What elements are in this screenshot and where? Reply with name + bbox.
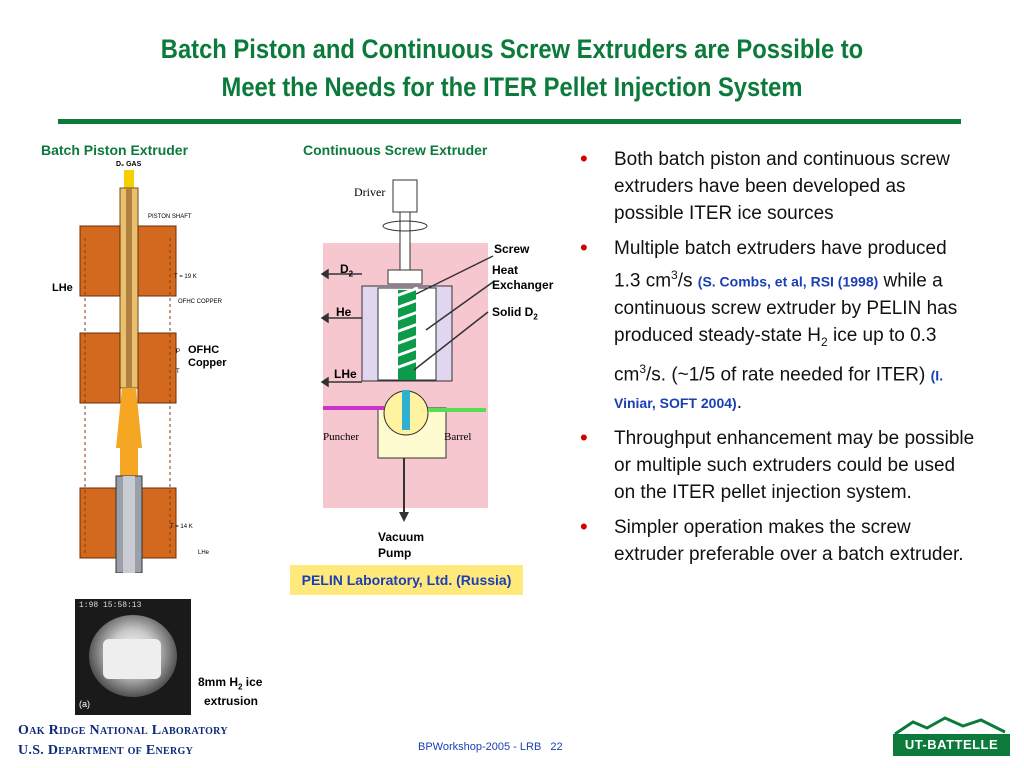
label-d2: D2 [340,262,354,279]
label-d2-gas: D₂ GAS [116,161,142,168]
footer-organization: Oak Ridge National Laboratory U.S. Depar… [18,721,228,761]
label-ofhc-copper: OFHC Copper [188,344,227,369]
bullet-1: •Both batch piston and continuous screw … [580,146,950,224]
pelin-lab-banner: PELIN Laboratory, Ltd. (Russia) [290,565,523,595]
label-heat-exchanger: Heat Exchanger [492,263,554,292]
footer-center: BPWorkshop-2005 - LRB 22 [418,741,563,753]
gas-inlet [124,170,134,190]
copper-block-top [79,225,177,297]
label-driver: Driver [354,185,385,199]
label-solid-d2: Solid D2 [492,305,538,322]
label-vacuum-pump: Vacuum Pump [378,530,425,560]
photo-tag: (a) [79,699,90,709]
rotation-indicator [382,220,428,232]
piston-shaft-core [126,188,132,388]
citation-combs: (S. Combs, et al, RSI (1998) [697,273,879,290]
label-screw: Screw [494,242,530,256]
batch-piston-extruder-diagram: D₂ GAS PISTON SHAFT T = 19 K OFHC COPPER… [79,161,223,573]
bullet-3: •Throughput enhancement may be possible … [580,425,975,504]
label-lhe-left: LHe [52,282,73,294]
copper-block-middle [79,332,177,404]
label-t19: T = 19 K [174,274,197,280]
ut-battelle-logo: UT-BATTELLE [893,716,1010,756]
footer-org-line1: Oak Ridge National Laboratory [18,723,228,738]
photo-timestamp: 1:98 15:58:13 [79,601,142,610]
extrusion-core [120,448,138,478]
label-barrel: Barrel [444,431,471,443]
screw [395,286,419,380]
bullet-4: •Simpler operation makes the screw extru… [580,514,964,566]
slide-title-line1: Batch Piston and Continuous Screw Extrud… [160,34,864,64]
screw-extruder-diagram: Driver Puncher Barrel [320,179,494,522]
slide-title-line2: Meet the Needs for the ITER Pellet Injec… [221,72,803,102]
left-figure-caption: Batch Piston Extruder [41,142,189,158]
label-lhe-bottom: LHe [198,550,210,556]
slide-title: Batch Piston and Continuous Screw Extrud… [97,30,928,106]
footer-workshop: BPWorkshop-2005 - LRB [418,741,542,753]
middle-figure-caption: Continuous Screw Extruder [303,142,488,158]
citation-viniar: (I. Viniar, SOFT 2004) [614,367,944,412]
mountain-icon [894,716,1006,736]
extrusion-photo: 1:98 15:58:13 (a) [75,599,191,715]
title-divider [58,119,961,124]
label-he: He [336,305,352,319]
extrusion-cone [116,388,142,448]
photo-caption: 8mm H2 ice extrusion [198,675,263,709]
bullet-list: •Both batch piston and continuous screw … [578,146,978,576]
bullet-2: •Multiple batch extruders have produced … [580,235,958,414]
page-number: 22 [550,741,563,753]
label-t14: T = 14 K [170,524,193,530]
label-ofhc-copper-small: OFHC COPPER [178,299,223,305]
driver-block [392,179,418,213]
label-piston-shaft: PISTON SHAFT [148,214,192,220]
footer-org-line2: U.S. Department of Energy [18,743,194,758]
label-t: T [176,369,180,375]
label-lhe: LHe [334,367,357,381]
label-puncher: Puncher [323,431,359,443]
label-p: P [176,349,180,355]
logo-text: UT-BATTELLE [893,734,1010,756]
